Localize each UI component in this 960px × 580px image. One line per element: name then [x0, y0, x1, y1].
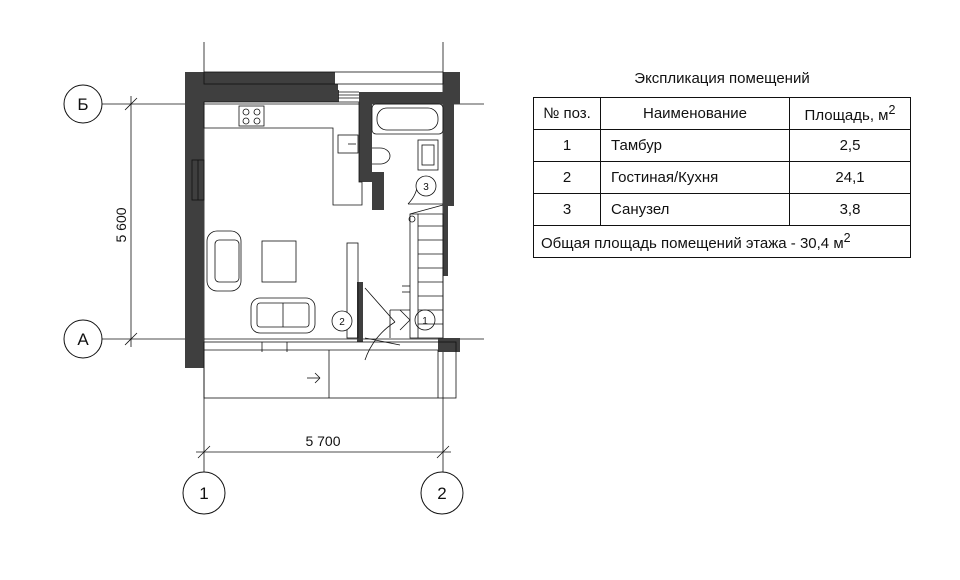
row-name: Санузел	[600, 193, 790, 226]
explication-title: Экспликация помещений	[634, 70, 810, 87]
table-header-row: № поз. Наименование Площадь, м2	[533, 97, 911, 130]
row-area: 2,5	[789, 129, 911, 162]
row-no: 2	[533, 161, 601, 194]
header-name: Наименование	[600, 97, 790, 130]
table-total-row: Общая площадь помещений этажа - 30,4 м2	[533, 225, 911, 258]
staircase	[389, 204, 444, 339]
sink	[337, 134, 359, 154]
room-explication: Экспликация помещений № поз. Наименовани…	[533, 70, 911, 258]
axis-marker-b: Б	[63, 84, 103, 124]
svg-text:2: 2	[437, 484, 446, 503]
svg-text:1: 1	[199, 484, 208, 503]
header-area: Площадь, м2	[789, 97, 911, 130]
row-name: Тамбур	[600, 129, 790, 162]
coffee-table	[261, 240, 297, 283]
width-dimension: 5 700	[305, 433, 340, 449]
room-marker-3: 3	[415, 175, 437, 197]
table-row: 3 Санузел 3,8	[533, 193, 911, 226]
row-area: 3,8	[789, 193, 911, 226]
floor-plan: 3 2 1 Б А 1 2 5 700 5 600	[63, 42, 484, 515]
row-no: 1	[533, 129, 601, 162]
terrace	[203, 341, 457, 399]
header-no: № поз.	[533, 97, 601, 130]
partition	[346, 242, 359, 339]
washbasin	[417, 139, 439, 171]
table-row: 2 Гостиная/Кухня 24,1	[533, 161, 911, 194]
svg-text:2: 2	[339, 317, 345, 328]
armchair	[206, 230, 242, 292]
svg-text:3: 3	[423, 182, 429, 193]
axis-marker-2: 2	[420, 471, 464, 515]
stove	[238, 105, 265, 127]
total-area: Общая площадь помещений этажа - 30,4 м2	[533, 225, 911, 258]
axis-marker-1: 1	[182, 471, 226, 515]
row-name: Гостиная/Кухня	[600, 161, 790, 194]
room-marker-2: 2	[331, 310, 353, 332]
svg-text:1: 1	[422, 316, 428, 327]
svg-text:Б: Б	[77, 95, 88, 114]
row-area: 24,1	[789, 161, 911, 194]
axis-marker-a: А	[63, 319, 103, 359]
room-marker-1: 1	[414, 309, 436, 331]
explication-table: № поз. Наименование Площадь, м2 1 Тамбур…	[533, 97, 911, 258]
table-row: 1 Тамбур 2,5	[533, 129, 911, 162]
bathtub	[371, 103, 444, 135]
row-no: 3	[533, 193, 601, 226]
toilet	[372, 147, 391, 165]
svg-text:А: А	[77, 330, 89, 349]
height-dimension: 5 600	[113, 207, 129, 242]
sofa	[250, 297, 316, 334]
kitchen-counter	[203, 101, 363, 206]
walls	[185, 72, 460, 368]
